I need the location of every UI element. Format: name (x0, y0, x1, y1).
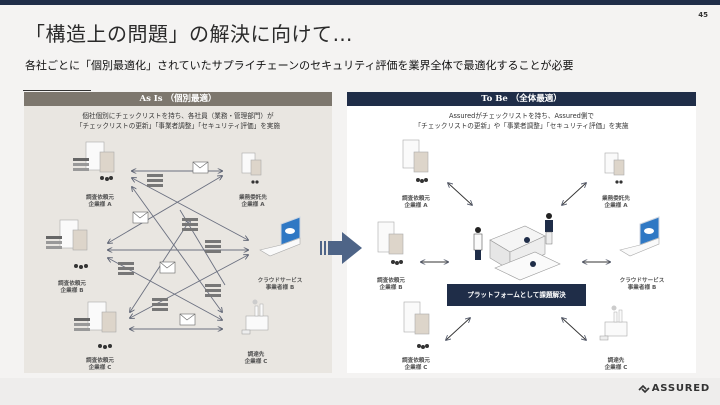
factory-icon (241, 299, 269, 335)
node-label-line1: クラウドサービス (619, 278, 665, 284)
checklist-doc-icon (147, 174, 163, 187)
to-be-node-requester-c: 調査依頼元 企業様 C (386, 358, 446, 372)
page-title: 「構造上の問題」の解決に向けて… (25, 22, 353, 46)
node-label-line2: 事業者様 B (627, 285, 657, 291)
node-label-line1: 調査依頼元 (377, 278, 405, 284)
office-building-icon (403, 301, 430, 349)
page-subtitle: 各社ごとに「個別最適化」されていたサプライチェーンのセキュリティ評価を業界全体で… (25, 59, 574, 72)
to-be-node-supplier-c: 調達先 企業様 C (586, 358, 646, 372)
node-label-line1: 調査依頼元 (58, 281, 86, 287)
link-ca (562, 183, 586, 205)
assured-logo-text: ASSURED (651, 383, 710, 394)
node-label-line2: 企業様 A (404, 203, 428, 209)
office-building-icon (73, 141, 115, 181)
assured-logo: ASSURED (638, 383, 710, 394)
node-label-line1: 調査依頼元 (402, 358, 430, 364)
link-ra (448, 183, 472, 205)
node-label-line1: 業務委託先 (602, 196, 630, 202)
checklist-doc-icon (205, 284, 221, 297)
factory-icon (599, 305, 628, 341)
divider (23, 90, 91, 91)
office-building-icon (74, 301, 117, 349)
platform-label: プラットフォームとして課題解決 (447, 284, 586, 306)
node-label-line1: クラウドサービス (257, 278, 303, 284)
node-label-line1: 調査依頼元 (86, 195, 114, 201)
as-is-node-requester-b: 調査依頼元 企業様 B (42, 281, 102, 295)
node-label-line2: 企業様 A (604, 203, 628, 209)
to-be-description-line2: 「チェックリストの更新」や「事業者調整」「セキュリティ評価」を実施 (414, 122, 629, 130)
transition-arrow-icon (320, 232, 362, 264)
as-is-description-line1: 個社個別にチェックリストを持ち、各社員（業務・管理部門）が (82, 112, 274, 120)
person-icon (473, 227, 483, 260)
as-is-node-contractor-a: 業務委託先 企業様 A (223, 195, 283, 209)
checklist-doc-icon (152, 298, 168, 311)
to-be-hub-lines (421, 183, 610, 340)
as-is-node-requester-c: 調査依頼元 企業様 C (70, 358, 130, 372)
line-rc-cloud (130, 255, 248, 318)
line-cross (179, 209, 226, 286)
cloud-laptop-icon (259, 216, 301, 257)
as-is-description: 個社個別にチェックリストを持ち、各社員（業務・管理部門）が 「チェックリストの更… (24, 111, 332, 131)
assured-logo-icon (638, 384, 650, 393)
checklist-doc-icon (205, 240, 221, 253)
node-label-line2: 企業様 C (404, 365, 428, 371)
page-number: 45 (698, 11, 708, 19)
node-label-line2: 事業者様 B (265, 285, 295, 291)
node-label-line1: 調達先 (247, 352, 265, 358)
link-rc (446, 318, 470, 340)
to-be-node-cloud-b: クラウドサービス 事業者様 B (612, 278, 672, 292)
office-building-icon (402, 139, 429, 183)
checklist-doc-icon (118, 262, 134, 275)
as-is-node-requester-a: 調査依頼元 企業様 A (70, 195, 130, 209)
node-label-line2: 企業様 A (241, 202, 265, 208)
office-building-icon (46, 219, 88, 269)
as-is-description-line2: 「チェックリストの更新」「事業者調整」「セキュリティ評価」を実施 (75, 122, 280, 130)
to-be-description-line1: Assuredがチェックリストを持ち、Assured側で (448, 112, 595, 120)
cloud-laptop-icon (619, 216, 660, 257)
office-building-icon (377, 221, 404, 265)
person-icon (545, 213, 553, 245)
as-is-header: As Is （個別最適） (24, 92, 332, 106)
to-be-description: Assuredがチェックリストを持ち、Assured側で 「チェックリストの更新… (347, 111, 696, 131)
node-label-line2: 企業様 C (88, 365, 112, 371)
node-label-line2: 企業様 A (88, 202, 112, 208)
node-label-line1: 調査依頼元 (402, 196, 430, 202)
to-be-node-requester-b: 調査依頼元 企業様 B (361, 278, 421, 292)
to-be-node-contractor-a: 業務委託先 企業様 A (586, 196, 646, 210)
as-is-messages (118, 161, 221, 326)
node-label-line2: 企業様 C (244, 359, 268, 365)
as-is-node-cloud-b: クラウドサービス 事業者様 B (250, 278, 310, 292)
platform-hub-icon (489, 225, 561, 281)
footer (0, 378, 720, 405)
to-be-node-requester-a: 調査依頼元 企業様 A (386, 196, 446, 210)
node-label-line2: 企業様 C (604, 365, 628, 371)
link-supplier (562, 318, 586, 340)
node-label-line2: 企業様 B (60, 288, 84, 294)
node-label-line1: 業務委託先 (239, 195, 267, 201)
top-bar (0, 0, 720, 5)
node-label-line2: 企業様 B (379, 285, 403, 291)
office-building-icon (604, 152, 625, 184)
as-is-node-supplier-c: 調達先 企業様 C (226, 352, 286, 366)
checklist-doc-icon (182, 218, 198, 231)
node-label-line1: 調達先 (607, 358, 625, 364)
node-label-line1: 調査依頼元 (86, 358, 114, 364)
office-building-icon (241, 152, 262, 184)
to-be-header: To Be （全体最適） (347, 92, 696, 106)
